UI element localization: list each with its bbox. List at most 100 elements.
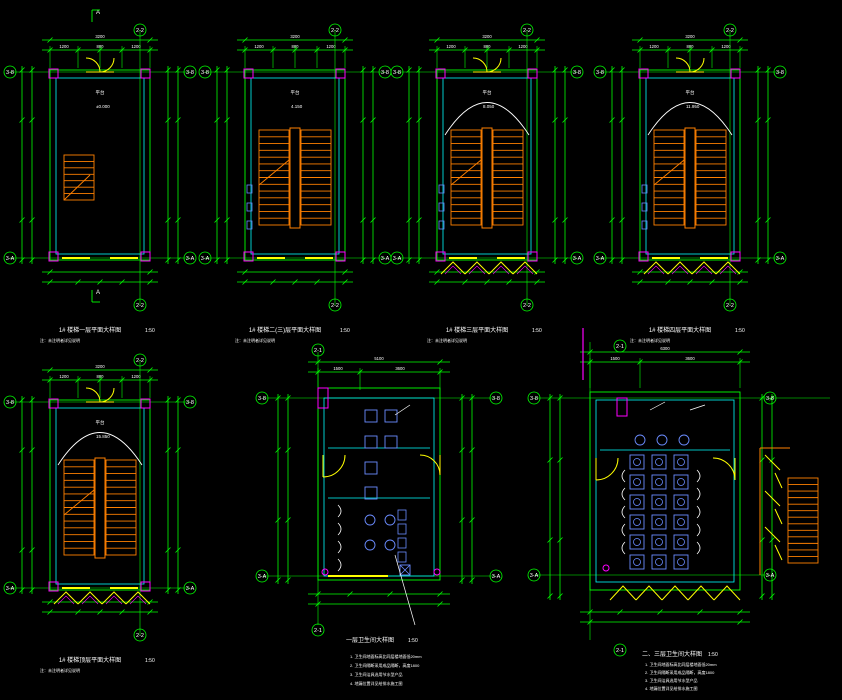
balcony-hatch	[53, 591, 79, 605]
plan-note: 注：未注明者详见说明	[40, 667, 80, 673]
landing-label: 平台	[291, 89, 300, 96]
dim-tick	[47, 367, 53, 373]
dim-tick	[214, 257, 220, 263]
plan-title: 1# 楼梯一层平面大样图	[59, 326, 121, 334]
axis-label: 3-8	[186, 400, 194, 406]
landing-label: 平台	[483, 89, 492, 96]
mop-sink	[399, 564, 411, 576]
wall-outer	[589, 391, 741, 591]
stair-run-left	[450, 129, 482, 226]
dim-tick	[619, 67, 625, 73]
column	[527, 68, 538, 79]
dim-label: 1500	[610, 356, 620, 361]
plan-note: 注：未注明者详见说明	[427, 337, 467, 343]
axis-bubble-right-bottom	[570, 251, 584, 265]
stair-plan-3: 1# 楼梯三层平面大样图 1:50 注：未注明者详见说明 1200 800 12…	[390, 23, 584, 343]
note-line: 4. 地漏位置详见给排水施工图	[350, 680, 402, 686]
toilet-stall	[629, 494, 645, 510]
dim-tick	[119, 609, 125, 615]
dim-tick	[416, 67, 422, 73]
dim-tick	[165, 447, 171, 453]
dim-tick	[416, 117, 422, 123]
dim-tick	[224, 117, 230, 123]
dim-tick	[165, 397, 171, 403]
dim-tick	[737, 279, 743, 285]
axis-label: 3-8	[492, 396, 500, 402]
dim-tick	[755, 117, 761, 123]
axis-label: 3-A	[492, 574, 501, 580]
toilet-stall	[673, 474, 689, 490]
axis-bubble-top	[328, 23, 342, 37]
arch-line	[57, 432, 143, 466]
axis-bubble-bottom	[328, 298, 342, 312]
dim-tick	[285, 447, 291, 453]
arch-line	[444, 102, 530, 136]
door-right	[486, 57, 502, 73]
door-swing	[322, 454, 346, 478]
dim-tick	[97, 279, 103, 285]
toilet-stall	[629, 474, 645, 490]
dim-tick	[47, 609, 53, 615]
toilet-stall	[673, 514, 689, 530]
column	[140, 398, 151, 409]
axis-label: 3-8	[6, 70, 14, 76]
stair-diagonal	[450, 159, 482, 186]
door-left	[85, 387, 101, 403]
dim-tick	[47, 279, 53, 285]
axis-label: 3-A	[258, 574, 267, 580]
stair-handrail	[764, 526, 781, 543]
toilet-stall	[629, 514, 645, 530]
balcony-hatch-inner	[492, 265, 510, 275]
door-swing	[85, 57, 101, 73]
dim-tick	[416, 217, 422, 223]
dim-label: 3600	[685, 356, 695, 361]
toilet-bowl	[677, 498, 685, 506]
dim-tick	[459, 447, 465, 453]
axis-bubble-top	[613, 339, 627, 353]
dim-tick	[657, 609, 663, 615]
dim-tick	[370, 217, 376, 223]
balcony-hatch	[635, 585, 663, 601]
plan-scale: 1:50	[532, 328, 542, 334]
plan-note: 注：未注明者详见说明	[40, 337, 80, 343]
dim-tick	[406, 217, 412, 223]
dim-tick	[557, 457, 563, 463]
stair-handrail	[774, 508, 783, 525]
dim-tick	[469, 577, 475, 583]
toilet-bowl	[655, 518, 663, 526]
dim-tick	[270, 279, 276, 285]
column	[616, 397, 628, 417]
stair-well	[289, 127, 301, 229]
dim-label: 1200	[721, 44, 731, 49]
urinal	[397, 551, 407, 563]
toilet-stall	[673, 534, 689, 550]
column	[48, 68, 59, 79]
stair-run-right	[300, 129, 332, 226]
dim-label: 800	[484, 44, 492, 49]
washroom-plan-ground: 一层卫生间大样图 1:50 1500 3600 5100 1. 卫生间地面标高比…	[255, 343, 503, 686]
axis-bubble-top	[133, 23, 147, 37]
axis-label: 3-A	[530, 573, 539, 579]
plan-scale: 1:50	[145, 658, 155, 664]
toilet-bowl	[364, 539, 376, 551]
fixture-symbol	[438, 202, 445, 212]
elevation-label: ±0.000	[96, 104, 110, 109]
landing-label: 平台	[686, 89, 695, 96]
entry-door	[419, 454, 441, 476]
floor-drain	[602, 564, 610, 572]
stall-door-swing	[621, 523, 626, 537]
dim-tick	[29, 397, 35, 403]
dim-tick	[175, 257, 181, 263]
toilet-stall	[673, 454, 689, 470]
stair-plan-2: 1# 楼梯二(三)层平面大样图 1:50 注：未注明者详见说明 1200 800…	[198, 23, 392, 343]
axis-bubble-top	[520, 23, 534, 37]
fixture-symbol	[246, 184, 253, 194]
dim-tick	[19, 117, 25, 123]
dim-tick	[697, 609, 703, 615]
axis-bubble-top	[723, 23, 737, 37]
dim-tick	[29, 67, 35, 73]
dim-tick	[737, 349, 743, 355]
stair-outline	[787, 477, 819, 564]
